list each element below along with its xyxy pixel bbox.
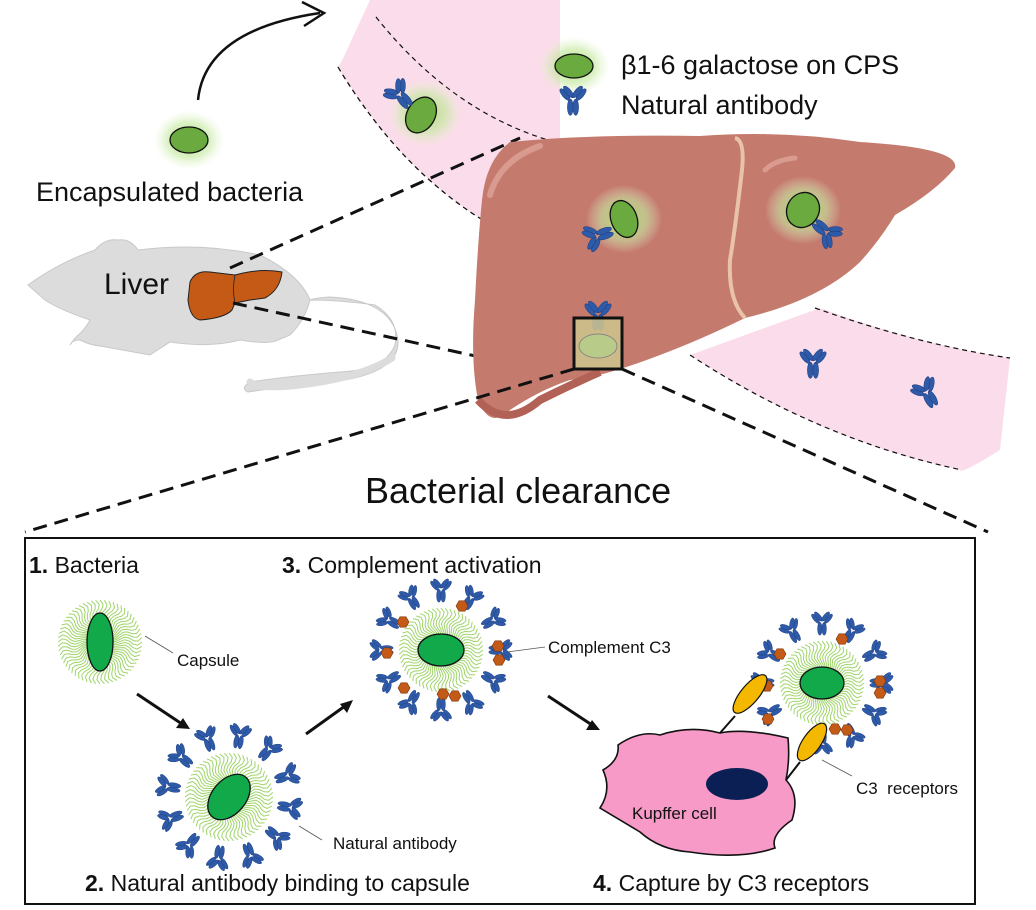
zoom-line [621, 367, 989, 534]
complement-c3-icon [873, 687, 887, 699]
c3-receptor-icon [785, 722, 828, 781]
mouse-liver-icon [187, 270, 283, 321]
bacterium-body [86, 612, 114, 672]
complement-c3-icon [492, 654, 506, 666]
step-number: 3. [282, 552, 302, 578]
step-title: Natural antibody binding to capsule [110, 870, 470, 896]
legend-label-antibody: Natural antibody [621, 90, 818, 120]
captured-bacterium-icon [749, 610, 895, 756]
step-number: 4. [593, 870, 613, 896]
arrow-icon [305, 700, 353, 736]
complement-c3-icon [835, 633, 849, 645]
complement-c3-icon [773, 648, 787, 660]
encapsulated-bacterium-icon [153, 110, 225, 170]
c3-receptor-icon [719, 674, 768, 734]
complement-c3-icon [761, 713, 775, 725]
step-2-title: 2. Natural antibody binding to capsule [85, 870, 470, 897]
bacterium-body [799, 666, 845, 700]
arrow-icon [547, 694, 600, 730]
complement-bound-bacterium-icon [368, 577, 514, 723]
legend-bacterium-icon [538, 36, 610, 96]
step-title: Capture by C3 receptors [618, 870, 870, 896]
complement-c3-icon [380, 647, 394, 659]
natural-antibody-callout: Natural antibody [333, 834, 457, 853]
bacterium-body [417, 633, 465, 667]
complement-c3-icon [491, 640, 505, 652]
capsule-callout: Capsule [177, 651, 240, 670]
antibody-bound-bacterium-icon [152, 720, 306, 874]
liver-label: Liver [104, 268, 170, 301]
capsulated-bacterium-icon [57, 599, 143, 685]
blood-vessel-lower [690, 308, 1010, 471]
step-title: Bacteria [54, 552, 139, 578]
zoom-line [229, 136, 521, 270]
encapsulated-bacteria-label: Encapsulated bacteria [36, 177, 304, 207]
step-number: 1. [29, 552, 49, 578]
step-4-title: 4. Capture by C3 receptors [593, 870, 869, 897]
step-3-title: 3. Complement activation [282, 552, 542, 579]
complement-c3-icon [397, 682, 411, 694]
c3-receptors-callout: C3 receptors [856, 779, 959, 798]
complement-c3-icon [455, 600, 469, 612]
arrow-icon [136, 692, 190, 729]
zoom-line [24, 367, 575, 534]
kupffer-cell-label: Kupffer cell [632, 804, 717, 823]
section-title: Bacterial clearance [365, 470, 672, 511]
step-1-title: 1. Bacteria [29, 552, 139, 579]
complement-c3-icon [840, 724, 854, 736]
step-title: Complement activation [307, 552, 542, 578]
legend-label-galactose: β1-6 galactose on CPS [621, 50, 900, 80]
complement-c3-callout: Complement C3 [548, 638, 671, 657]
complement-c3-icon [396, 616, 410, 628]
kupffer-cell-icon [598, 728, 796, 856]
bacterium-body [207, 773, 251, 821]
complement-c3-icon [448, 690, 462, 702]
complement-c3-icon [828, 723, 842, 735]
zoom-line [232, 301, 481, 359]
complement-c3-icon [436, 688, 450, 700]
zoom-box [572, 299, 624, 371]
step-number: 2. [85, 870, 105, 896]
complement-c3-icon [873, 675, 887, 687]
curved-arrow-icon [196, 11, 321, 101]
